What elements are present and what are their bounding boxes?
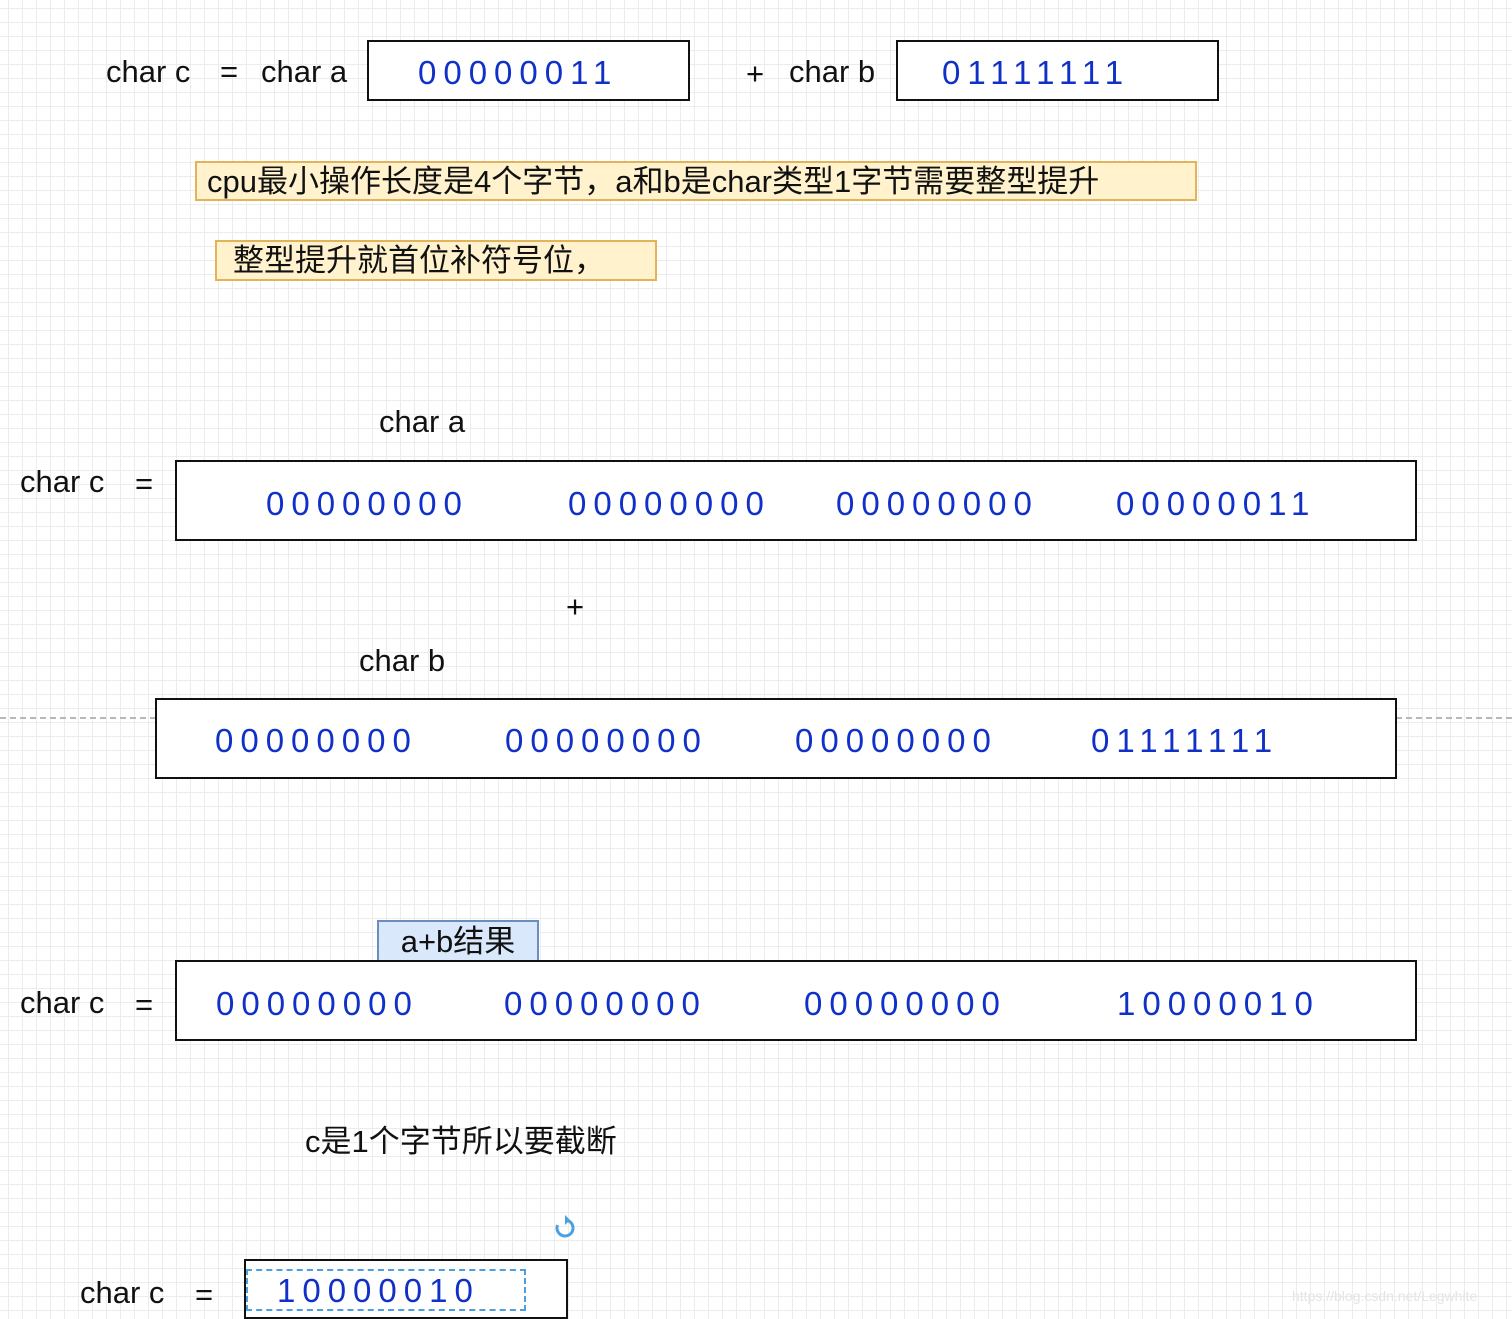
promoted-a-title: char a	[379, 404, 466, 439]
top-char-b-label: char b	[789, 54, 876, 89]
promoted-b-byte-3: 00000000	[795, 722, 998, 759]
rotate-icon[interactable]	[553, 1215, 577, 1241]
promoted-a-byte-2: 00000000	[568, 485, 771, 522]
guide-line-right	[1396, 717, 1512, 719]
promoted-b-title: char b	[359, 643, 446, 678]
truncate-note: c是1个字节所以要截断	[305, 1124, 617, 1159]
promoted-a-byte-4: 00000011	[1116, 485, 1317, 522]
result-equals-sign: =	[195, 1277, 214, 1312]
sum-char-c-label: char c	[20, 985, 105, 1020]
promoted-a-byte-1: 00000000	[266, 485, 469, 522]
sum-byte-2: 00000000	[504, 985, 707, 1022]
top-char-c-label: char c	[106, 54, 191, 89]
promoted-b-byte-4: 01111111	[1091, 722, 1280, 759]
top-char-a-bits: 00000011	[418, 54, 619, 91]
sum-box[interactable]: 00000000 00000000 00000000 10000010	[175, 960, 1417, 1041]
promoted-a-char-c-label: char c	[20, 464, 105, 499]
result-selection[interactable]	[246, 1269, 526, 1311]
top-plus-sign: +	[746, 56, 765, 91]
top-char-b-box[interactable]: 01111111	[896, 40, 1219, 101]
top-char-a-box[interactable]: 00000011	[367, 40, 690, 101]
sum-byte-1: 00000000	[216, 985, 419, 1022]
promoted-a-equals-sign: =	[135, 466, 154, 501]
promoted-b-byte-2: 00000000	[505, 722, 708, 759]
promoted-b-byte-1: 00000000	[215, 722, 418, 759]
guide-line-left	[0, 717, 156, 719]
middle-plus-sign: +	[566, 589, 585, 624]
result-bits: 10000010	[277, 1272, 480, 1309]
top-char-b-bits: 01111111	[942, 54, 1131, 91]
top-char-a-label: char a	[261, 54, 348, 89]
sum-result-tag[interactable]: a+b结果	[377, 920, 539, 962]
promoted-a-box[interactable]: 00000000 00000000 00000000 00000011	[175, 460, 1417, 541]
promotion-note[interactable]: cpu最小操作长度是4个字节，a和b是char类型1字节需要整型提升	[195, 161, 1197, 201]
sum-byte-3: 00000000	[804, 985, 1007, 1022]
top-equals-sign: =	[220, 54, 239, 89]
sum-byte-4: 10000010	[1117, 985, 1320, 1022]
watermark: https://blog.csdn.net/Legwhite	[1292, 1288, 1478, 1304]
result-char-c-label: char c	[80, 1275, 165, 1310]
promoted-a-byte-3: 00000000	[836, 485, 1039, 522]
sum-equals-sign: =	[135, 987, 154, 1022]
sign-extension-note[interactable]: 整型提升就首位补符号位，	[215, 240, 657, 281]
promoted-b-box[interactable]: 00000000 00000000 00000000 01111111	[155, 698, 1397, 779]
